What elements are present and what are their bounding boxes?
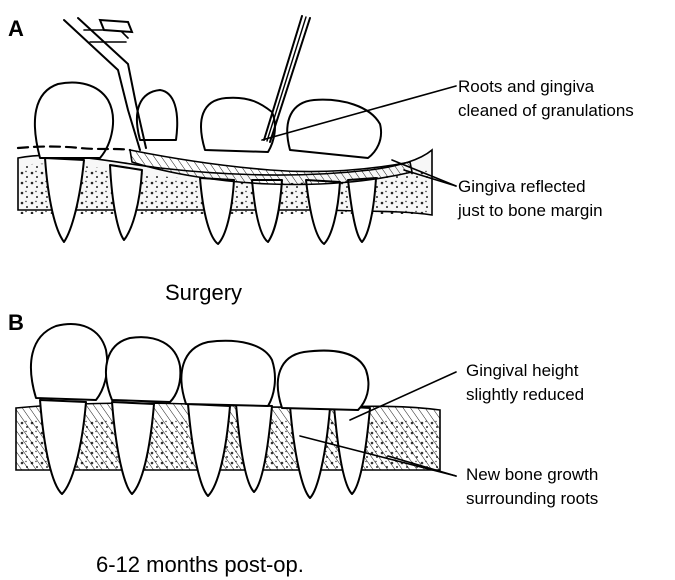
panel-a-caption: Surgery bbox=[165, 280, 242, 305]
label-new-bone-line2: surrounding roots bbox=[466, 489, 598, 508]
label-gingiva-reflected-line1: Gingiva reflected bbox=[458, 177, 586, 196]
panel-b-letter: B bbox=[8, 310, 24, 335]
panel-b: B Gingival height slightly redu bbox=[8, 310, 598, 577]
label-gingival-height-line2: slightly reduced bbox=[466, 385, 584, 404]
panel-b-crowns bbox=[31, 324, 368, 410]
label-roots-cleaned-line1: Roots and gingiva bbox=[458, 77, 595, 96]
label-roots-cleaned-line2: cleaned of granulations bbox=[458, 101, 634, 120]
panel-b-caption: 6-12 months post-op. bbox=[96, 552, 304, 577]
label-new-bone-line1: New bone growth bbox=[466, 465, 598, 484]
panel-a-letter: A bbox=[8, 16, 24, 41]
panel-a: A bbox=[8, 16, 634, 305]
label-gingival-height-line1: Gingival height bbox=[466, 361, 579, 380]
label-gingiva-reflected-line2: just to bone margin bbox=[457, 201, 603, 220]
panel-a-crowns bbox=[35, 83, 381, 158]
